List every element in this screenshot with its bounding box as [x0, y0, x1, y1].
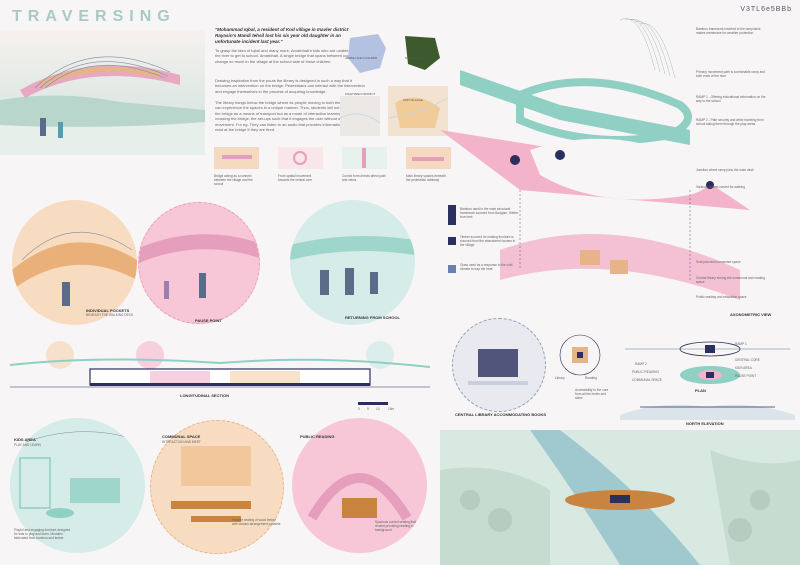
- person-figure: [40, 118, 46, 136]
- plan-title: PLAN: [695, 388, 706, 393]
- axo-note-3: RAMP 1 - Offering educational informatio…: [696, 95, 766, 104]
- legend-bamboo-swatch: [448, 205, 456, 225]
- library-legend-1: Library: [555, 376, 565, 380]
- legend-timber: Timber sourced for making furniture is s…: [460, 235, 516, 248]
- scale-10: 10: [376, 407, 380, 411]
- axonometric-view: [440, 18, 750, 300]
- axo-note-6: Various pockets carved for walking: [696, 185, 746, 189]
- longitudinal-section: [9, 341, 431, 388]
- page-title: TRAVERSING: [12, 8, 176, 25]
- paragraph-1: To grasp the idea of Iqbal and many more…: [215, 48, 364, 64]
- label-kids-area-sub: PLAY AND LEARN: [14, 443, 41, 447]
- circle-communal-space: [150, 420, 284, 554]
- plan-label-pause-point: PAUSE POINT: [735, 374, 757, 378]
- plan-label-communal: COMMUNAL SPACE: [632, 378, 662, 382]
- circle-public-reading: [292, 418, 427, 553]
- label-individual-pockets: INDIVIDUAL POCKETS: [86, 308, 130, 313]
- diagram-caption-1: Bridge acting as a connect between the v…: [214, 174, 253, 187]
- circle-pause-point: [138, 202, 260, 324]
- legend-glass: Glass used as a response to the cold cli…: [460, 263, 513, 272]
- label-communal-space: COMMUNAL SPACE: [162, 434, 201, 439]
- concept-diagrams: [214, 147, 451, 169]
- elevation-drawing: [620, 404, 795, 420]
- diagram-caption-3: Curved form directs direct path and view…: [342, 174, 386, 183]
- legend-timber-swatch: [448, 237, 456, 245]
- map-label-district: KISHTWAR DISTRICT: [345, 92, 376, 96]
- library-legend-2: Reading: [585, 376, 597, 380]
- plan-label-ramp2: RAMP 2: [635, 362, 647, 366]
- hero-render: [0, 30, 205, 155]
- site-render: [440, 430, 800, 565]
- legend-glass-swatch: [448, 265, 456, 273]
- label-communal-space-sub: INTERACTION AND MEET: [162, 440, 201, 444]
- caption-communal: Flexible seating of wood timber with var…: [232, 518, 282, 527]
- plan-label-kids-area: KIDS AREA: [735, 366, 752, 370]
- axo-note-9: Public reading and relaxation space: [696, 295, 747, 299]
- circle-returning-school: [290, 200, 415, 325]
- elevation-title: NORTH ELEVATION: [686, 421, 724, 426]
- paragraph-3: The library hangs below the bridge where…: [215, 100, 365, 132]
- circle-central-library: [452, 318, 546, 412]
- axo-note-2: Primary movement path is comfortable ram…: [696, 70, 765, 79]
- map-label-village: KOD VILLAGE: [403, 98, 423, 102]
- axo-note-5: Junction where ramp joins the main deck: [696, 168, 754, 172]
- map-label-region: JAMMU AND KASHMIR: [345, 56, 378, 60]
- diagram-caption-4: Main library spaces beneath the pedestri…: [406, 174, 446, 183]
- label-central-library: CENTRAL LIBRARY ACCOMMODATING BOOKS: [455, 412, 547, 417]
- circle-kids-area: [10, 418, 145, 553]
- plan-label-central-core: CENTRAL CORE: [735, 358, 760, 362]
- label-pause-point: PAUSE POINT: [195, 318, 222, 323]
- plan-label-ramp1: RAMP 1: [735, 342, 747, 346]
- paragraph-2: Drawing inspiration from the pouts the l…: [215, 78, 365, 94]
- diagram-caption-2: From spatial movement towards the centra…: [278, 174, 313, 183]
- axo-note-7: Seat plan and connected space: [696, 260, 741, 264]
- caption-kids: Playful and engaging furniture designed …: [14, 528, 71, 541]
- plan-label-public-reading: PUBLIC READING: [632, 370, 659, 374]
- label-public-reading: PUBLIC READING: [300, 434, 335, 439]
- sheet-code: V3TL6e5BBb: [740, 6, 792, 13]
- scale-5: 5: [367, 407, 369, 411]
- label-returning-school: RETURNING FROM SCHOOL: [345, 315, 400, 320]
- scale-bar: [358, 402, 388, 405]
- person-figure: [58, 122, 63, 138]
- label-kids-area: KIDS AREA: [14, 437, 36, 442]
- scale-15m: 15m: [388, 407, 395, 411]
- plan-drawing: [625, 341, 790, 384]
- section-title: LONGITUDINAL SECTION: [180, 393, 230, 398]
- label-individual-pockets-sub: BENEATH THE WALKING DECK: [86, 313, 134, 317]
- axo-title: AXONOMETRIC VIEW: [730, 312, 772, 317]
- location-maps: [340, 34, 449, 136]
- map-label-city: NEW DELHI: [405, 56, 422, 60]
- caption-reading: Spacious curved seating that reused prov…: [375, 520, 416, 533]
- circle-individual-pockets: [12, 200, 137, 325]
- axo-note-8: Central library storing the communal and…: [696, 276, 765, 285]
- scale-0: 0: [358, 407, 360, 411]
- axo-note-4: RAMP 2 - Path security and while traveli…: [696, 118, 764, 127]
- quote-text: "Mohammad Iqbal, a resident of Kod villa…: [215, 27, 349, 44]
- library-note: Accessibility to the core from all the l…: [575, 388, 609, 401]
- library-plan-diagram: [559, 334, 601, 376]
- axo-note-1: Bamboo framework inserted to the ramp/de…: [696, 27, 761, 36]
- legend-bamboo: Bamboo used in the main structural frame…: [460, 207, 519, 220]
